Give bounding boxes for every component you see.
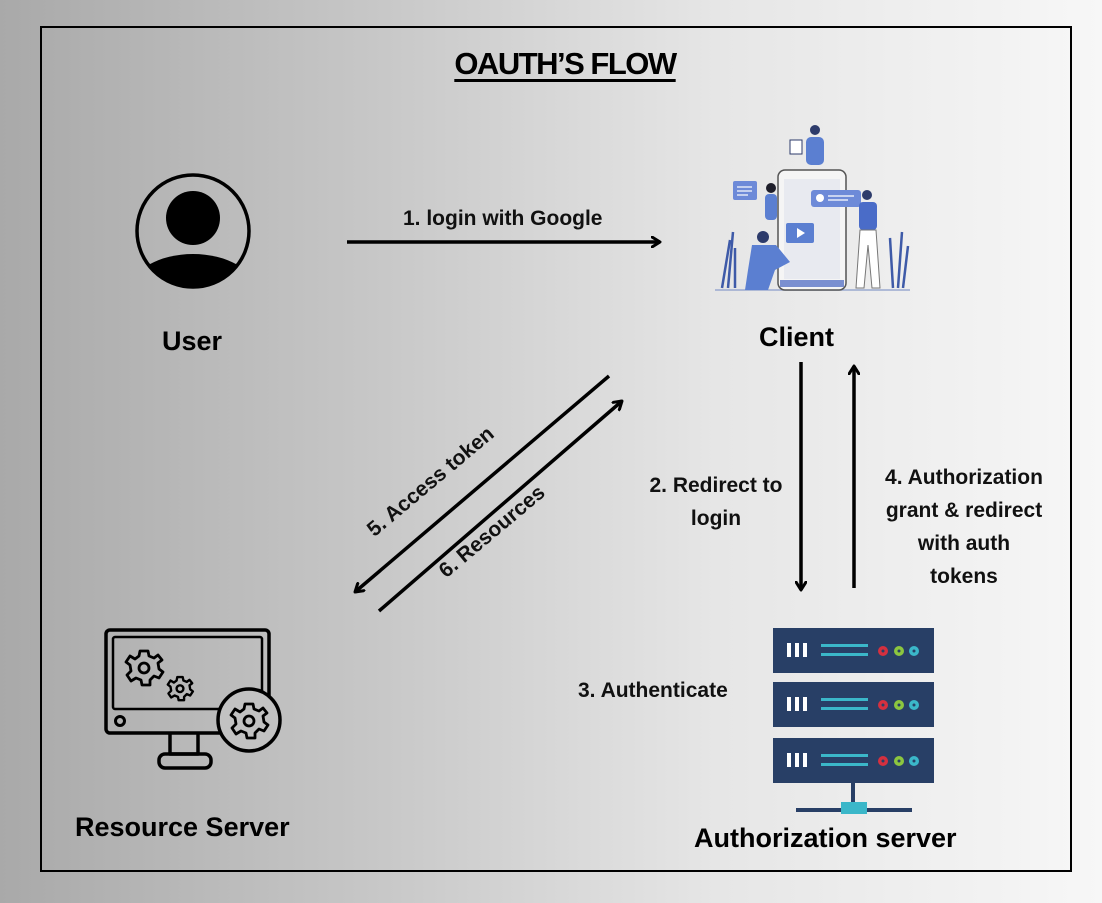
step-1-label: 1. login with Google	[403, 207, 603, 230]
server-unit	[773, 628, 934, 673]
server-rack-icon	[773, 628, 934, 814]
server-unit	[773, 738, 934, 783]
client-app-illustration-icon	[715, 125, 910, 291]
user-label: User	[162, 326, 223, 356]
arrow-step-6	[377, 401, 622, 613]
user-avatar-icon	[135, 173, 251, 289]
step-4-line: 4. Authorization	[885, 466, 1043, 489]
client-label: Client	[759, 322, 835, 352]
resource-server-label: Resource Server	[75, 812, 290, 842]
authorization-server-label: Authorization server	[694, 823, 957, 853]
step-4-line: with auth	[917, 532, 1011, 555]
diagram-title: OAUTH’S FLOW	[454, 46, 677, 81]
step-4-line: grant & redirect	[885, 499, 1043, 522]
arrow-step-5	[355, 374, 611, 592]
step-2-line: 2. Redirect to	[649, 474, 783, 497]
step-2-label: 2. Redirect to login	[636, 469, 796, 535]
step-4-label: 4. Authorization grant & redirect with a…	[868, 461, 1060, 593]
step-2-line: login	[690, 507, 742, 530]
server-unit	[773, 682, 934, 727]
step-4-line: tokens	[930, 565, 998, 588]
step-3-label: 3. Authenticate	[578, 679, 728, 702]
monitor-gears-icon	[104, 628, 282, 770]
diagram-frame	[40, 26, 1072, 872]
